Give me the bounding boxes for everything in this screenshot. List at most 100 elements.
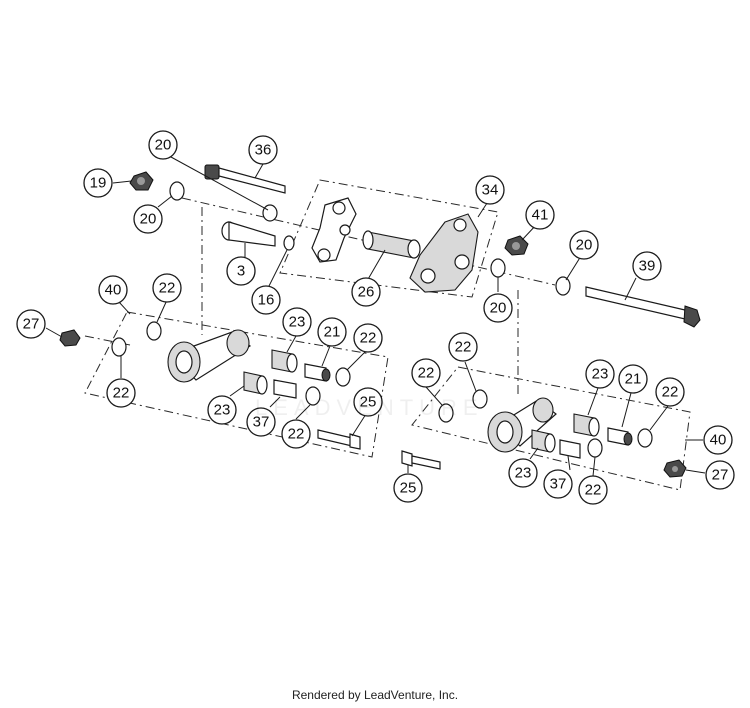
callout: 21 xyxy=(317,317,347,347)
callout: 22 xyxy=(353,323,383,353)
callout-label: 39 xyxy=(639,258,656,275)
callout: 19 xyxy=(83,168,113,198)
callouts: 20 36 19 20 34 41 3 16 26 20 39 20 40 22… xyxy=(16,130,735,505)
callout-label: 22 xyxy=(159,280,176,297)
callout-label: 22 xyxy=(585,482,602,499)
callout-label: 19 xyxy=(90,175,107,192)
bushing-21-right xyxy=(607,427,633,446)
callout: 40 xyxy=(98,275,128,305)
callout-label: 21 xyxy=(324,324,341,341)
callout: 22 xyxy=(281,419,311,449)
link-arm-left xyxy=(167,329,252,383)
callout: 23 xyxy=(282,307,312,337)
callout-label: 41 xyxy=(532,207,549,224)
bolt-3 xyxy=(221,221,276,247)
callout: 22 xyxy=(655,377,685,407)
bearing-23-left-b xyxy=(243,371,268,395)
oring-22-right-b xyxy=(472,389,488,409)
bearing-23-right-b xyxy=(531,429,556,453)
callout: 25 xyxy=(353,387,383,417)
callout-label: 36 xyxy=(255,142,272,159)
bushing-21-left xyxy=(304,363,331,382)
callout: 23 xyxy=(508,458,538,488)
bolt-25-left xyxy=(317,429,361,450)
washer-20c xyxy=(490,258,506,278)
callout: 40 xyxy=(703,425,733,455)
bolt-36 xyxy=(204,164,286,194)
callout: 39 xyxy=(632,251,662,281)
rocker-plate-left xyxy=(311,197,357,263)
callout-label: 27 xyxy=(23,316,40,333)
rocker-plate-right xyxy=(409,213,479,293)
callout: 20 xyxy=(483,293,513,323)
callout: 22 xyxy=(578,475,608,505)
nut-27-left xyxy=(59,329,81,347)
pin-16 xyxy=(283,235,295,251)
bolt-25-right xyxy=(401,450,441,470)
callout: 37 xyxy=(543,469,573,499)
oring-22-left-d xyxy=(305,386,321,406)
callout: 27 xyxy=(16,309,46,339)
callout: 22 xyxy=(152,273,182,303)
footer-credit: Rendered by LeadVenture, Inc. xyxy=(291,688,459,702)
oring-22-left-c xyxy=(335,367,351,387)
callout-label: 37 xyxy=(550,476,567,493)
callout: 20 xyxy=(133,204,163,234)
nut-27-right xyxy=(663,459,687,478)
bolt-39 xyxy=(585,286,701,328)
left-link-outline xyxy=(84,311,389,458)
callout-label: 25 xyxy=(360,394,377,411)
callout-label: 16 xyxy=(258,292,275,309)
callout-label: 22 xyxy=(455,339,472,356)
washer-20d xyxy=(555,276,571,296)
callout-label: 26 xyxy=(358,284,375,301)
callout-label: 22 xyxy=(360,330,377,347)
callout: 21 xyxy=(618,364,648,394)
callout-label: 22 xyxy=(113,385,130,402)
callout-label: 37 xyxy=(253,414,270,431)
oring-22-right-a xyxy=(438,403,454,423)
callout-label: 40 xyxy=(710,432,727,449)
callout-label: 20 xyxy=(490,300,507,317)
bushing-37-left xyxy=(273,379,297,399)
callout: 22 xyxy=(411,358,441,388)
callout: 37 xyxy=(246,407,276,437)
right-link-outline xyxy=(411,366,691,491)
callout: 27 xyxy=(705,460,735,490)
oring-22-right-d xyxy=(587,438,603,458)
bearing-23-left-a xyxy=(271,349,298,373)
callout-label: 22 xyxy=(418,365,435,382)
callout-label: 20 xyxy=(155,137,172,154)
watermark: LEADVENTURE xyxy=(255,395,484,420)
sleeve-26 xyxy=(362,230,421,259)
callout: 16 xyxy=(251,285,281,315)
callout-label: 21 xyxy=(625,371,642,388)
oring-22-right-c xyxy=(637,428,653,448)
upper-parts xyxy=(129,164,701,328)
nut-19 xyxy=(129,171,154,191)
oring-22-left-b xyxy=(146,321,162,341)
nut-41 xyxy=(504,235,529,256)
callout-label: 23 xyxy=(515,465,532,482)
callout-label: 23 xyxy=(592,366,609,383)
bushing-37-right xyxy=(559,439,581,459)
bearing-23-right-a xyxy=(573,413,600,437)
callout: 23 xyxy=(207,395,237,425)
callout-label: 40 xyxy=(105,282,122,299)
callout-label: 20 xyxy=(576,237,593,254)
washer-20a xyxy=(169,181,185,201)
callout: 20 xyxy=(148,130,178,160)
left-link-parts xyxy=(59,321,361,450)
callout-label: 3 xyxy=(237,263,245,280)
callout: 34 xyxy=(475,175,505,205)
callout: 25 xyxy=(393,473,423,503)
callout-label: 22 xyxy=(662,384,679,401)
callout-label: 34 xyxy=(482,182,499,199)
callout-label: 23 xyxy=(289,314,306,331)
link-arm-right xyxy=(487,397,557,453)
callout: 22 xyxy=(448,332,478,362)
callout-label: 23 xyxy=(214,402,231,419)
callout-label: 20 xyxy=(140,211,157,228)
right-link-parts xyxy=(401,389,687,478)
